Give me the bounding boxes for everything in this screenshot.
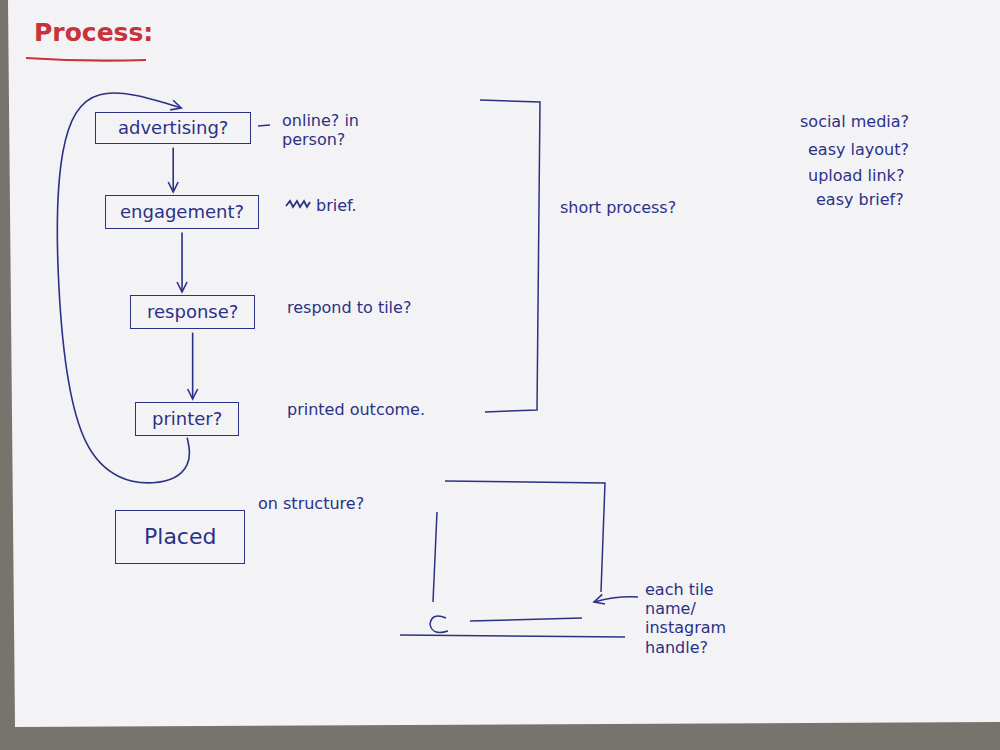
note-label: easy layout? <box>808 140 909 159</box>
process-box: Placed <box>115 510 245 564</box>
note-label: printed outcome. <box>287 400 425 419</box>
note-label: each tile name/ instagram handle? <box>645 580 737 657</box>
flow-arrow <box>172 148 174 192</box>
scribble-out <box>286 201 310 207</box>
process-box: printer? <box>135 402 239 436</box>
flow-arrow <box>192 333 194 399</box>
process-box: engagement? <box>105 195 259 229</box>
structure-sketch <box>445 481 605 592</box>
paper-sheet <box>8 0 1000 727</box>
note-label: respond to tile? <box>287 298 411 317</box>
box-label: response? <box>147 301 238 323</box>
box-label: advertising? <box>118 117 228 139</box>
ground-line <box>400 635 625 637</box>
note-label: easy brief? <box>816 190 904 209</box>
box-label: Placed <box>144 524 216 550</box>
bracket <box>480 100 540 412</box>
page-title: Process: <box>34 18 153 48</box>
title-underline <box>26 58 146 61</box>
structure-sketch <box>470 618 582 621</box>
note-label: brief. <box>316 196 357 215</box>
flow-arrow <box>181 233 183 292</box>
note-label: upload link? <box>808 166 904 185</box>
note-label: short process? <box>560 198 676 217</box>
leader-arrow <box>594 597 638 602</box>
note-label: online? in person? <box>282 111 374 149</box>
curl-mark <box>430 616 448 632</box>
process-box: response? <box>130 295 255 329</box>
box-label: engagement? <box>120 201 244 223</box>
dash-mark <box>258 125 270 126</box>
box-label: printer? <box>152 408 222 430</box>
note-label: social media? <box>800 112 909 131</box>
note-label: on structure? <box>258 494 364 513</box>
process-box: advertising? <box>95 112 251 144</box>
structure-sketch <box>433 512 437 602</box>
